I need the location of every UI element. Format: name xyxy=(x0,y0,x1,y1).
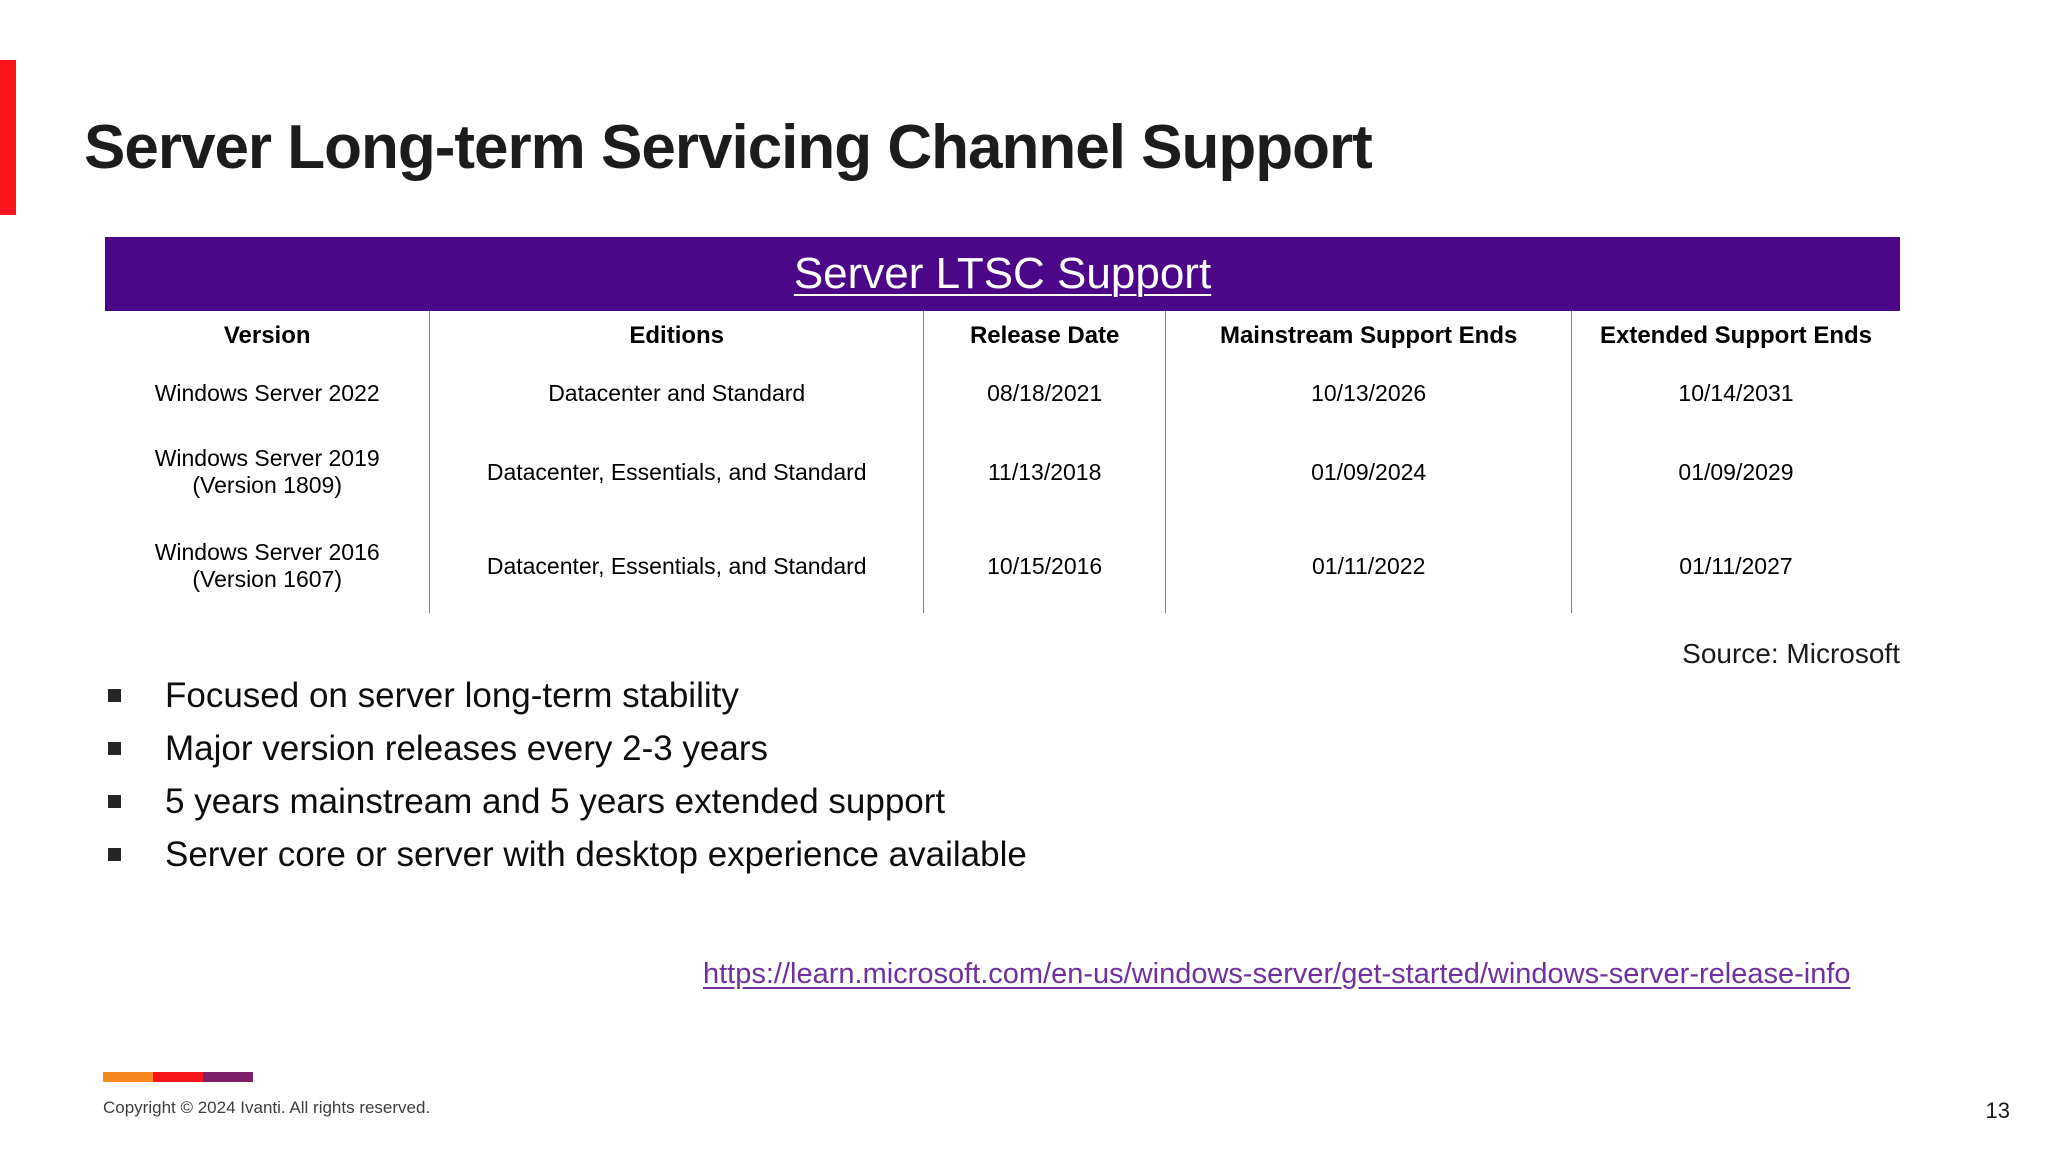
column-header-release-date: Release Date xyxy=(923,311,1166,361)
ltsc-support-table: Server LTSC Support Version Editions Rel… xyxy=(105,237,1900,613)
cell-editions: Datacenter, Essentials, and Standard xyxy=(429,425,924,519)
square-bullet-icon xyxy=(108,689,121,702)
cell-extended-support-ends: 01/11/2027 xyxy=(1570,519,1900,613)
brand-color-bar xyxy=(103,1072,253,1082)
table-caption-bar: Server LTSC Support xyxy=(105,237,1900,311)
cell-version: Windows Server 2016(Version 1607) xyxy=(105,519,430,613)
bullet-text: Major version releases every 2-3 years xyxy=(165,728,769,768)
table-row: Windows Server 2022 Datacenter and Stand… xyxy=(105,361,1900,425)
list-item: Major version releases every 2-3 years xyxy=(105,722,1505,775)
table-row: Windows Server 2016(Version 1607) Datace… xyxy=(105,519,1900,613)
version-name: Windows Server 2016 xyxy=(154,539,380,565)
page-title: Server Long-term Servicing Channel Suppo… xyxy=(84,112,1373,182)
brand-bar-orange-segment xyxy=(103,1072,153,1082)
square-bullet-icon xyxy=(108,795,121,808)
bullet-list: Focused on server long-term stability Ma… xyxy=(105,669,1505,881)
cell-release-date: 10/15/2016 xyxy=(923,519,1166,613)
cell-version: Windows Server 2019(Version 1809) xyxy=(105,425,430,519)
list-item: 5 years mainstream and 5 years extended … xyxy=(105,775,1505,828)
table-row: Windows Server 2019(Version 1809) Datace… xyxy=(105,425,1900,519)
cell-mainstream-support-ends: 10/13/2026 xyxy=(1165,361,1572,425)
cell-mainstream-support-ends: 01/11/2022 xyxy=(1165,519,1572,613)
column-header-editions: Editions xyxy=(429,311,924,361)
version-sub: (Version 1607) xyxy=(192,566,342,592)
square-bullet-icon xyxy=(108,848,121,861)
page-number: 13 xyxy=(1985,1098,2010,1123)
version-name: Windows Server 2022 xyxy=(154,379,380,406)
cell-extended-support-ends: 01/09/2029 xyxy=(1570,425,1900,519)
cell-mainstream-support-ends: 01/09/2024 xyxy=(1165,425,1572,519)
column-header-mainstream-support-ends: Mainstream Support Ends xyxy=(1165,311,1572,361)
cell-release-date: 11/13/2018 xyxy=(923,425,1166,519)
support-dates-table: Version Editions Release Date Mainstream… xyxy=(105,311,1900,613)
version-name: Windows Server 2019 xyxy=(154,445,380,471)
version-sub: (Version 1809) xyxy=(192,472,342,498)
bullet-text: Server core or server with desktop exper… xyxy=(165,834,1027,874)
column-header-version: Version xyxy=(223,322,311,349)
source-note: Source: Microsoft xyxy=(1682,638,1900,669)
list-item: Server core or server with desktop exper… xyxy=(105,828,1505,881)
cell-version: Windows Server 2022 xyxy=(105,361,430,425)
cell-release-date: 08/18/2021 xyxy=(923,361,1166,425)
bullet-text: Focused on server long-term stability xyxy=(165,675,739,715)
cell-editions: Datacenter and Standard xyxy=(429,361,924,425)
brand-bar-red-segment xyxy=(153,1072,203,1082)
column-header-extended-support-ends: Extended Support Ends xyxy=(1570,311,1900,361)
windows-server-release-info-link[interactable]: https://learn.microsoft.com/en-us/window… xyxy=(703,958,1851,990)
server-ltsc-support-link[interactable]: Server LTSC Support xyxy=(793,249,1212,298)
square-bullet-icon xyxy=(108,742,121,755)
table-header-row: Version Editions Release Date Mainstream… xyxy=(105,311,1900,361)
cell-editions: Datacenter, Essentials, and Standard xyxy=(429,519,924,613)
cell-extended-support-ends: 10/14/2031 xyxy=(1570,361,1900,425)
copyright-text: Copyright © 2024 Ivanti. All rights rese… xyxy=(103,1098,431,1117)
bullet-text: 5 years mainstream and 5 years extended … xyxy=(165,781,946,821)
list-item: Focused on server long-term stability xyxy=(105,669,1505,722)
brand-bar-purple-segment xyxy=(203,1072,253,1082)
red-accent-bar xyxy=(0,60,16,215)
